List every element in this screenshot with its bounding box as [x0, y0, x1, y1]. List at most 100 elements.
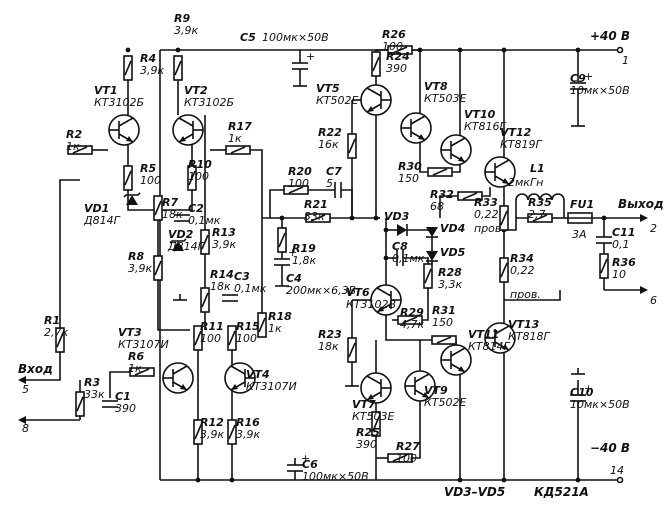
wire — [504, 217, 528, 231]
capacitor-ref: C4 — [286, 272, 302, 285]
resistor-value: 3,9к — [174, 24, 198, 37]
resistor-ref: R6 — [128, 350, 144, 363]
resistor-ref: R26 — [382, 28, 406, 41]
emitter-arrow — [377, 306, 384, 312]
resistor-r32 — [457, 191, 483, 201]
resistor-mark — [278, 232, 286, 248]
resistor-ref: R14 — [210, 268, 234, 281]
resistor-value: 1к — [66, 140, 80, 153]
emitter-arrow — [502, 178, 509, 184]
resistor-mark — [424, 268, 432, 284]
resistor-mark — [201, 234, 209, 250]
transistor-vt9 — [404, 370, 436, 402]
resistor-ref: R21 — [304, 198, 328, 211]
diode-ref: VD1 — [84, 202, 109, 215]
junction-dot — [601, 215, 607, 221]
transistor-vt5 — [360, 84, 392, 116]
resistor-value: 390 — [386, 62, 407, 75]
transistor-ref: VT3 — [118, 326, 142, 339]
resistor-value: 0,22 — [510, 264, 535, 277]
diode-ref: VD4 — [440, 222, 465, 235]
junction-dot — [457, 47, 463, 53]
transistor-type: КТ502Е — [424, 396, 467, 409]
resistor-value: 18к — [162, 208, 183, 221]
fuse-ref: FU1 — [570, 198, 594, 211]
polarity-mark: + — [288, 246, 297, 259]
transistor-ref: VT12 — [500, 126, 532, 139]
capacitor-value: 10мк×50В — [570, 84, 630, 97]
emitter-arrow — [231, 384, 238, 390]
resistor-value: 3,9к — [236, 428, 260, 441]
wire — [269, 189, 284, 218]
resistor-ref: R31 — [432, 304, 456, 317]
terminal-pos — [616, 46, 624, 54]
positive-rail-pin: 1 — [622, 54, 629, 67]
resistor-value: 100 — [200, 332, 221, 345]
resistor-value: 390 — [356, 438, 377, 451]
ground-icon — [293, 80, 307, 87]
capacitor-c1 — [102, 400, 118, 408]
resistor-r20 — [283, 185, 309, 195]
resistor-r33 — [499, 205, 509, 231]
resistor-mark — [56, 332, 64, 348]
resistor-r7 — [153, 195, 163, 221]
junction-dot — [501, 477, 507, 483]
junction-dot — [383, 227, 389, 233]
polarity-mark: + — [584, 382, 593, 395]
capacitor-c5 — [292, 62, 308, 70]
transistor-collector — [230, 365, 246, 375]
diode-type: Д814Г — [83, 214, 121, 227]
junction-dot — [575, 47, 581, 53]
resistor-r1 — [55, 327, 65, 353]
capacitor-value: 0,1мк — [392, 252, 425, 265]
resistor-r29 — [397, 315, 423, 325]
resistor-value: 10 — [612, 268, 626, 281]
capacitor-ref: C5 — [240, 31, 256, 44]
input-label: Вход — [18, 362, 53, 376]
resistor-mark — [348, 342, 356, 358]
capacitor-c3 — [222, 294, 238, 302]
resistor-ref: R4 — [140, 52, 156, 65]
transistor-ref: VT11 — [468, 328, 499, 341]
resistor-value: 100 — [396, 452, 417, 465]
emitter-arrow — [458, 366, 465, 372]
resistor-ref: R15 — [236, 320, 260, 333]
resistor-r22 — [347, 133, 357, 159]
resistor-r17 — [225, 145, 251, 155]
output-pin-6: 6 — [650, 294, 657, 307]
diode-triangle — [126, 195, 138, 205]
resistor-mark — [436, 336, 452, 344]
resistor-ref: R2 — [66, 128, 82, 141]
transistor-vt2 — [172, 114, 204, 146]
capacitor-c11 — [596, 236, 612, 244]
emitter-arrow — [180, 384, 187, 390]
output-ground-arrow-icon — [640, 286, 648, 294]
resistor-r18 — [257, 312, 267, 338]
transistor-type: КТ814Г — [468, 340, 511, 353]
emitter-arrow — [367, 106, 374, 112]
resistor-ref: R20 — [288, 165, 312, 178]
positive-rail-label: +40 В — [590, 29, 630, 43]
resistor-mark — [372, 56, 380, 72]
zener-vd1 — [123, 192, 141, 205]
ground-icon — [345, 380, 359, 387]
polarity-mark: + — [306, 50, 315, 63]
resistor-value: 4,7к — [400, 318, 424, 331]
resistor-ref: R35 — [528, 196, 552, 209]
wire — [157, 280, 190, 331]
output-pin-2: 2 — [650, 222, 657, 235]
transistor-collector — [450, 137, 466, 147]
transistor-collector — [376, 287, 392, 297]
transistor-collector — [450, 347, 466, 357]
transistor-collector — [366, 375, 382, 385]
resistor-mark — [228, 424, 236, 440]
ground-arrow-icon — [18, 416, 26, 424]
resistor-r14 — [200, 287, 210, 313]
resistor-ref: R5 — [140, 162, 156, 175]
resistor-mark — [372, 416, 380, 432]
input-arrow-icon — [18, 376, 26, 384]
resistor-value: 18к — [318, 340, 339, 353]
transistor-type: КТ818Г — [508, 330, 551, 343]
capacitor-c6 — [287, 464, 303, 472]
resistor-value: 3,9к — [128, 262, 152, 275]
